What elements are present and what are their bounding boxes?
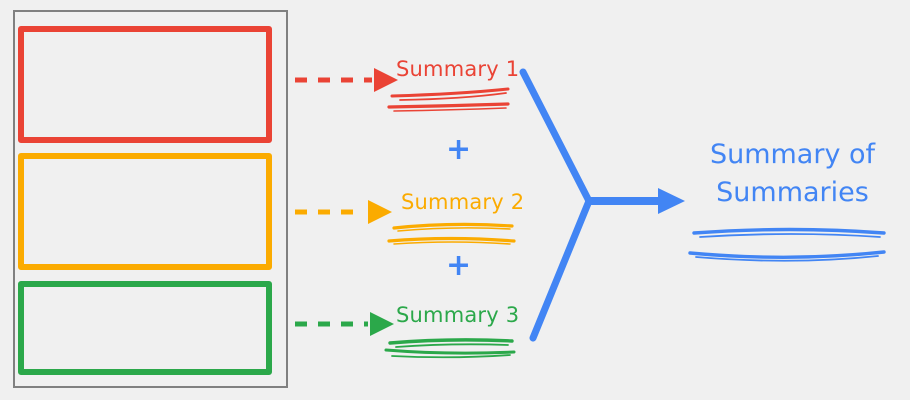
final-summary-title: Summary of Summaries (690, 136, 895, 212)
summary-3-scribble (384, 338, 516, 359)
summary-3-label: Summary 3 (396, 303, 520, 327)
document-section-2-box[interactable] (18, 153, 272, 270)
plus-operator-2: + (446, 248, 472, 283)
plus-operator-1: + (446, 132, 472, 167)
summary-1-scribble (387, 87, 510, 112)
summary-2-scribble (387, 222, 516, 245)
summary-2-label: Summary 2 (401, 190, 525, 214)
arrow-2-dashed-orange (272, 200, 392, 224)
summary-1-label: Summary 1 (396, 57, 520, 81)
arrow-3-dashed-green (272, 312, 394, 336)
final-summary-title-line-1: Summary of (709, 139, 876, 170)
final-summary-scribble (688, 227, 886, 262)
arrow-1-dashed-red (272, 68, 398, 92)
final-summary-title-line-2: Summaries (716, 177, 869, 208)
merge-arrow (519, 68, 685, 342)
document-section-3-box[interactable] (18, 281, 272, 375)
document-section-1-box[interactable] (18, 26, 272, 143)
